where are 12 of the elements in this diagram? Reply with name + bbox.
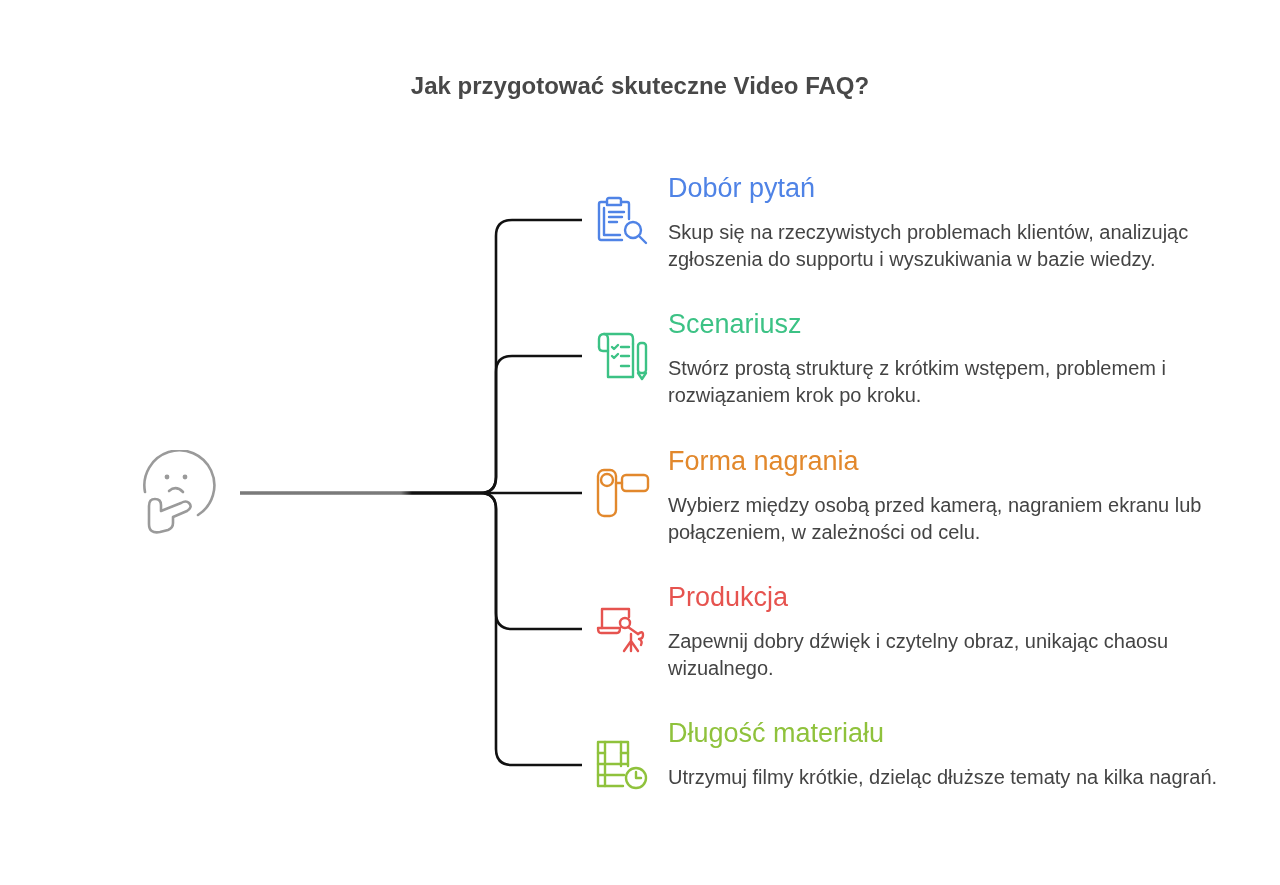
connector-line (240, 491, 582, 767)
topic-heading: Forma nagrania (668, 445, 859, 477)
topic-heading: Dobór pytań (668, 172, 816, 204)
topic-description: Zapewnij dobry dźwięk i czytelny obraz, unikając chaosu wizualnego. (668, 629, 1170, 681)
topic-description: Skup się na rzeczywistych problemach klientów, analizując zgłoszenia do supportu i wyszukiwania w bazie wiedzy. (668, 220, 1190, 272)
topic-description: Stwórz prostą strukturę z krótkim wstępem, problemem i rozwiązaniem krok po kroku. (668, 356, 1167, 408)
topic-description: Utrzymuj filmy krótkie, dzieląc dłuższe tematy na kilka nagrań. (668, 765, 1218, 790)
topic-description: Wybierz między osobą przed kamerą, nagraniem ekranu lub połączeniem, w zależności od celu. (668, 493, 1203, 545)
topic-heading: Produkcja (668, 581, 789, 613)
topic-heading: Długość materiału (668, 717, 885, 749)
topic-heading: Scenariusz (668, 308, 802, 340)
diagram-title: Jak przygotować skuteczne Video FAQ? (410, 71, 870, 101)
